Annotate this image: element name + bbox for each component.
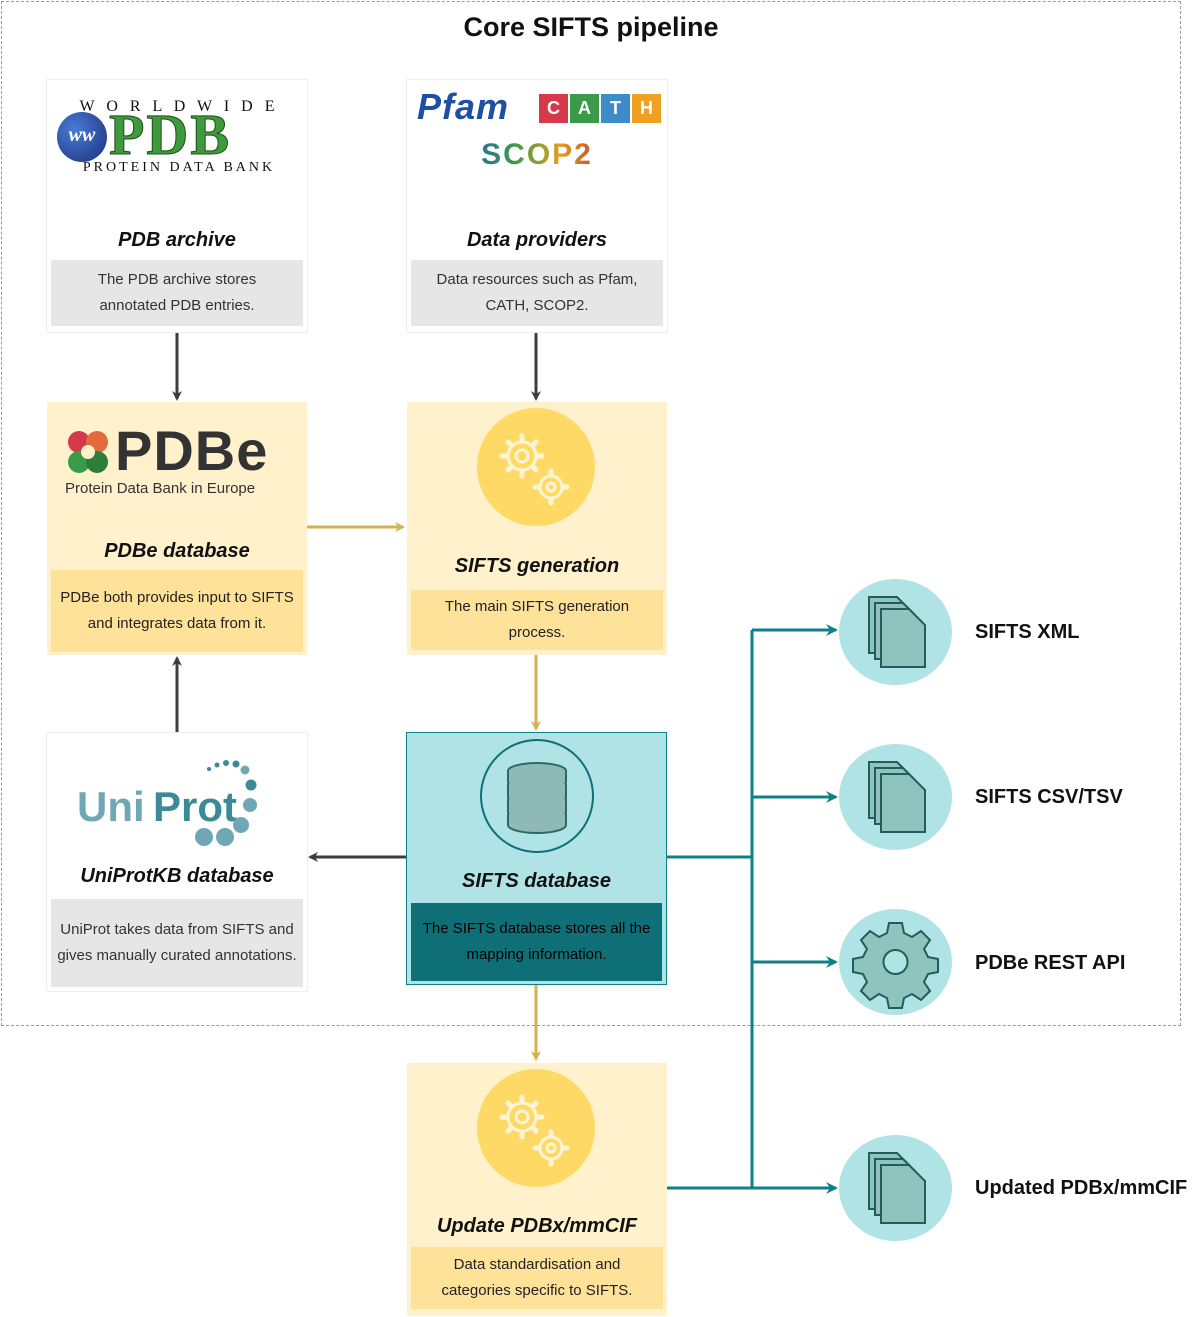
node-description: Data standardisation and categories spec… [411, 1247, 663, 1309]
node-title: PDB archive [118, 229, 236, 251]
node-title: PDBe database [104, 540, 250, 562]
pipeline-frame [1, 1, 1181, 1026]
pdbe-logo-sub: Protein Data Bank in Europe [65, 480, 256, 497]
documents-icon [868, 1152, 926, 1224]
wwpdb-logo: W O R L D W I D E ww PDB PROTEIN DATA BA… [47, 80, 307, 240]
wwpdb-logo-badge: ww [68, 124, 96, 146]
gear-icon [852, 922, 939, 1009]
wwpdb-logo-top: W O R L D W I D E [79, 98, 279, 115]
cath-logo: C A T H [539, 94, 661, 123]
gears-icon [477, 1069, 595, 1187]
node-data-providers: Pfam C A T H SCOP2 Data providers Data r… [407, 80, 667, 332]
documents-icon [868, 596, 926, 668]
scop2-logo: SCOP2 [467, 138, 607, 172]
node-pdbe-database: PDBe Protein Data Bank in Europe PDBe da… [47, 402, 307, 655]
node-title: Data providers [466, 229, 608, 251]
output-label: SIFTS CSV/TSV [975, 786, 1123, 808]
output-label: Updated PDBx/mmCIF [975, 1177, 1188, 1199]
output-updated-mmcif-circle [839, 1135, 952, 1241]
database-icon [480, 739, 594, 853]
node-sifts-database: SIFTS database The SIFTS database stores… [406, 732, 667, 985]
output-label: SIFTS XML [975, 621, 1080, 643]
node-title: SIFTS database [462, 870, 611, 892]
pdbe-clover-icon [68, 431, 108, 473]
node-title: UniProtKB database [80, 865, 274, 887]
wwpdb-logo-bottom: PROTEIN DATA BANK [82, 160, 276, 175]
gears-icon [477, 408, 595, 526]
uniprot-dots-icon [195, 760, 257, 846]
node-description: PDBe both provides input to SIFTS and in… [51, 570, 303, 652]
output-sifts-csv-circle [839, 744, 952, 850]
globe-icon [57, 112, 107, 162]
node-description: The PDB archive stores annotated PDB ent… [51, 260, 303, 326]
node-pdb-archive: W O R L D W I D E ww PDB PROTEIN DATA BA… [47, 80, 307, 332]
node-description: The main SIFTS generation process. [411, 590, 663, 650]
node-title: Update PDBx/mmCIF [436, 1215, 638, 1237]
cath-letter: T [601, 94, 630, 123]
cath-letter: H [632, 94, 661, 123]
node-description: The SIFTS database stores all the mappin… [411, 903, 662, 981]
node-description: UniProt takes data from SIFTS and gives … [51, 899, 303, 987]
cath-letter: A [570, 94, 599, 123]
node-uniprotkb-database: Uni Prot UniProtKB database UniProt take… [47, 733, 307, 991]
node-sifts-generation: SIFTS generation The main SIFTS generati… [407, 402, 667, 655]
pfam-logo: Pfam [417, 86, 510, 127]
documents-icon [868, 761, 926, 833]
node-description: Data resources such as Pfam, CATH, SCOP2… [411, 260, 663, 326]
output-sifts-xml-circle [839, 579, 952, 685]
diagram-title: Core SIFTS pipeline [463, 12, 719, 42]
uniprot-logo-uni: Uni [77, 783, 145, 830]
output-label: PDBe REST API [975, 952, 1126, 974]
output-rest-api-circle [839, 909, 952, 1015]
node-title: SIFTS generation [454, 555, 620, 577]
node-update-mmcif: Update PDBx/mmCIF Data standardisation a… [407, 1063, 667, 1316]
wwpdb-logo-main: PDB [109, 102, 231, 167]
uniprot-logo-prot: Prot [153, 783, 237, 830]
uniprot-logo: Uni Prot [75, 757, 285, 857]
pdbe-logo-main: PDBe [115, 419, 269, 482]
cath-letter: C [539, 94, 568, 123]
pdbe-logo: PDBe Protein Data Bank in Europe [63, 419, 295, 504]
